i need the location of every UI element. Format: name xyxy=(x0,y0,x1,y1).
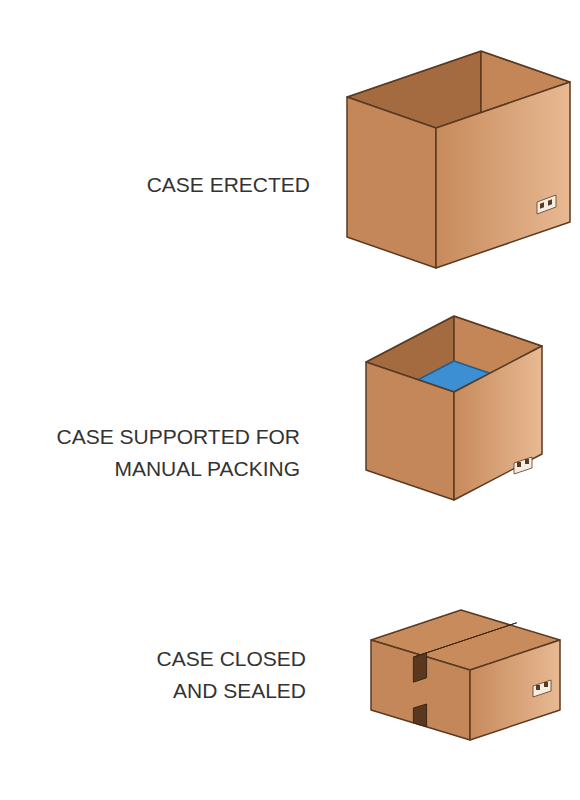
step-label: CASE SUPPORTED FOR MANUAL PACKING xyxy=(10,421,300,485)
sealed-case xyxy=(371,610,560,740)
step-label: CASE CLOSED AND SEALED xyxy=(116,643,306,707)
shipping-sticker xyxy=(537,195,556,214)
sealing-tape xyxy=(413,653,426,682)
sealing-tape xyxy=(413,623,516,657)
open-case xyxy=(347,51,570,268)
shipping-sticker xyxy=(514,457,532,474)
supported-case xyxy=(366,316,542,500)
step-label: CASE ERECTED xyxy=(10,169,310,201)
shipping-sticker xyxy=(533,680,551,697)
sealing-tape xyxy=(413,704,426,727)
